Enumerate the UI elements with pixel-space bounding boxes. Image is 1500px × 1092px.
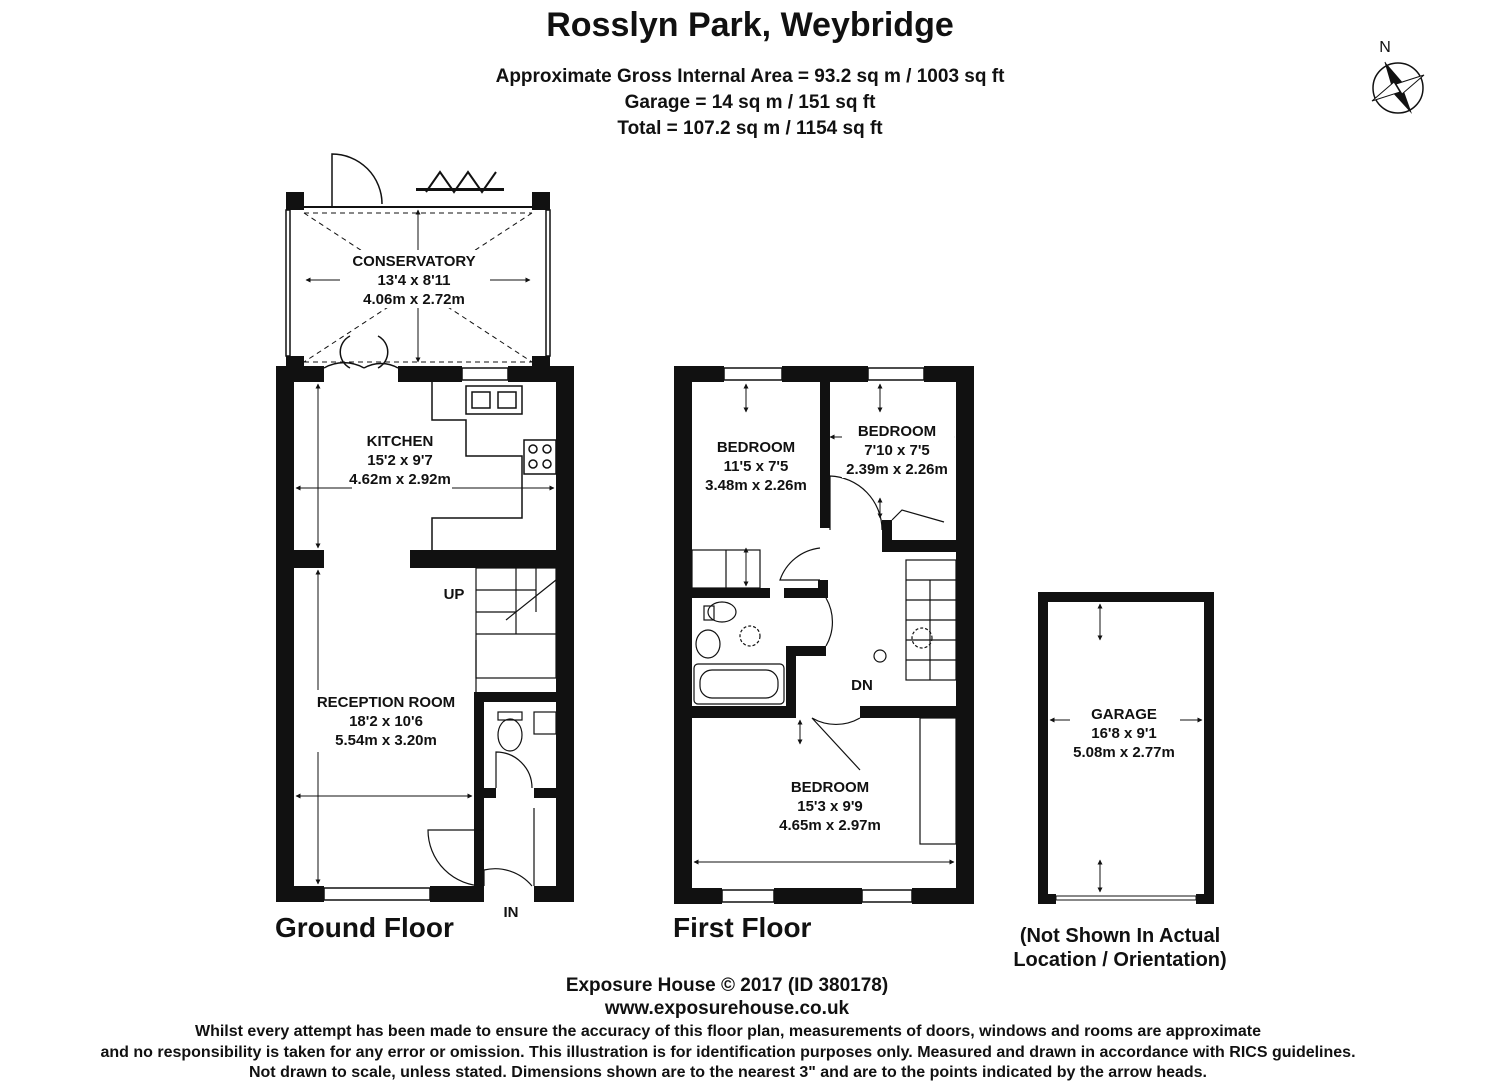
svg-text:15'2 x 9'7: 15'2 x 9'7 <box>367 452 433 469</box>
disclaimer-line-3: Not drawn to scale, unless stated. Dimen… <box>248 1064 1208 1081</box>
svg-text:15'3 x 9'9: 15'3 x 9'9 <box>797 798 863 815</box>
garage-area-text: Garage = 14 sq m / 151 sq ft <box>624 92 876 113</box>
room-label-kitchen: KITCHEN 15'2 x 9'7 4.62m x 2.92m <box>349 430 452 490</box>
ground-floor-label: Ground Floor <box>275 912 454 943</box>
svg-text:GARAGE: GARAGE <box>1091 706 1157 723</box>
svg-text:3.48m x 2.26m: 3.48m x 2.26m <box>705 477 807 494</box>
disclaimer-block: Whilst every attempt has been made to en… <box>100 1022 1355 1084</box>
garage-note-line-2: Location / Orientation) <box>1013 949 1227 971</box>
page-title: Rosslyn Park, Weybridge <box>546 6 954 44</box>
ground-floor-plan <box>276 153 574 902</box>
svg-text:5.54m x 3.20m: 5.54m x 3.20m <box>335 732 437 749</box>
svg-text:BEDROOM: BEDROOM <box>858 423 936 440</box>
copyright-text: Exposure House © 2017 (ID 380178) <box>565 975 889 996</box>
room-label-bedroom-2: BEDROOM 7'10 x 7'5 2.39m x 2.26m <box>842 420 954 478</box>
svg-text:CONSERVATORY: CONSERVATORY <box>352 253 475 270</box>
area-summary: Approximate Gross Internal Area = 93.2 s… <box>496 64 1005 142</box>
room-label-garage: GARAGE 16'8 x 9'1 5.08m x 2.77m <box>1070 704 1180 762</box>
svg-text:11'5 x 7'5: 11'5 x 7'5 <box>724 458 789 475</box>
garage-orientation-note: (Not Shown In Actual Location / Orientat… <box>1013 924 1226 972</box>
first-floor-label: First Floor <box>673 912 812 943</box>
svg-text:7'10 x 7'5: 7'10 x 7'5 <box>864 442 930 459</box>
svg-text:18'2 x 10'6: 18'2 x 10'6 <box>349 713 423 730</box>
compass-icon: N <box>1371 39 1425 114</box>
room-label-bedroom-1: BEDROOM 11'5 x 7'5 3.48m x 2.26m <box>700 436 812 494</box>
svg-text:BEDROOM: BEDROOM <box>791 779 869 796</box>
room-label-reception-room: RECEPTION ROOM 18'2 x 10'6 5.54m x 3.20m <box>310 690 462 752</box>
svg-text:16'8 x 9'1: 16'8 x 9'1 <box>1091 725 1157 742</box>
room-label-bedroom-3: BEDROOM 15'3 x 9'9 4.65m x 2.97m <box>776 776 888 834</box>
garage-note-line-1: (Not Shown In Actual <box>1019 925 1221 947</box>
credit-block: Exposure House © 2017 (ID 380178) www.ex… <box>566 974 888 1020</box>
disclaimer-line-2: and no responsibility is taken for any e… <box>100 1043 1356 1061</box>
website-text: www.exposurehouse.co.uk <box>604 998 850 1019</box>
svg-text:4.65m x 2.97m: 4.65m x 2.97m <box>779 817 881 834</box>
gross-area-text: Approximate Gross Internal Area = 93.2 s… <box>495 66 1005 87</box>
svg-text:2.39m x 2.26m: 2.39m x 2.26m <box>846 461 948 478</box>
entrance-label: IN <box>504 904 519 921</box>
room-label-conservatory: CONSERVATORY 13'4 x 8'11 4.06m x 2.72m <box>340 250 490 308</box>
stairs-up-label: UP <box>444 586 465 603</box>
total-area-text: Total = 107.2 sq m / 1154 sq ft <box>617 118 883 139</box>
svg-text:5.08m x 2.77m: 5.08m x 2.77m <box>1073 744 1175 761</box>
svg-text:4.06m x 2.72m: 4.06m x 2.72m <box>363 291 465 308</box>
stairs-down-label: DN <box>851 677 873 694</box>
svg-text:KITCHEN: KITCHEN <box>367 433 434 450</box>
disclaimer-line-1: Whilst every attempt has been made to en… <box>194 1023 1262 1040</box>
svg-text:4.62m x 2.92m: 4.62m x 2.92m <box>349 471 451 488</box>
svg-text:BEDROOM: BEDROOM <box>717 439 795 456</box>
first-floor-plan <box>674 366 974 904</box>
svg-text:13'4 x 8'11: 13'4 x 8'11 <box>377 272 450 289</box>
svg-text:RECEPTION ROOM: RECEPTION ROOM <box>317 694 455 711</box>
compass-north-label: N <box>1379 39 1391 56</box>
